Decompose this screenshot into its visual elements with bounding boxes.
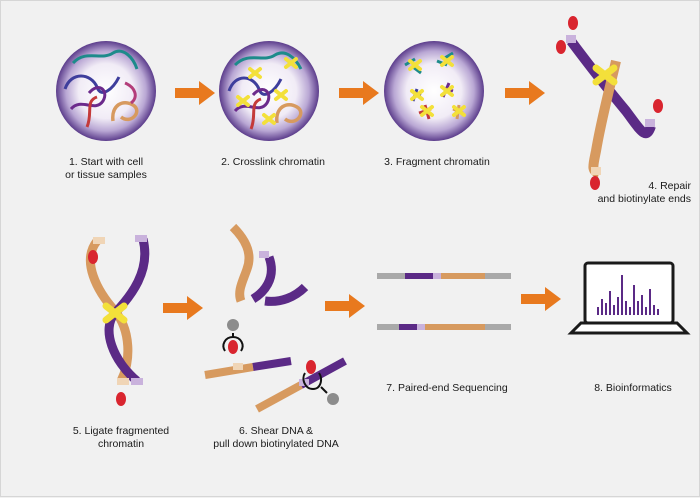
step-7-label: 7. Paired-end Sequencing xyxy=(386,382,508,394)
crosslinked-cell-icon xyxy=(219,41,319,141)
laptop-icon xyxy=(567,261,691,335)
step-6-label: 6. Shear DNA & pull down biotinylated DN… xyxy=(213,425,339,450)
right-arrow-icon xyxy=(163,296,203,320)
paired-end-reads-icon xyxy=(377,273,511,330)
fragmented-cell-icon xyxy=(384,41,484,141)
step-2-label: 2. Crosslink chromatin xyxy=(221,156,325,168)
step-5-label: 5. Ligate fragmented chromatin xyxy=(72,425,170,450)
step-3-label: 3. Fragment chromatin xyxy=(384,156,490,168)
right-arrow-icon xyxy=(175,81,215,105)
right-arrow-icon xyxy=(325,294,365,318)
pulldown-dna-icon xyxy=(204,319,347,413)
right-arrow-icon xyxy=(339,81,379,105)
sheared-dna-icon xyxy=(229,223,309,306)
step-1-label: 1. Start with cell or tissue samples xyxy=(65,156,147,181)
biotinylated-fragment-icon xyxy=(556,16,663,190)
step-8-label: 8. Bioinformatics xyxy=(594,382,672,394)
ligated-chromatin-icon xyxy=(85,235,150,406)
cell-sample-icon xyxy=(56,41,156,141)
right-arrow-icon xyxy=(521,287,561,311)
right-arrow-icon xyxy=(505,81,545,105)
step-4-label: 4. Repair and biotinylate ends xyxy=(597,180,691,205)
